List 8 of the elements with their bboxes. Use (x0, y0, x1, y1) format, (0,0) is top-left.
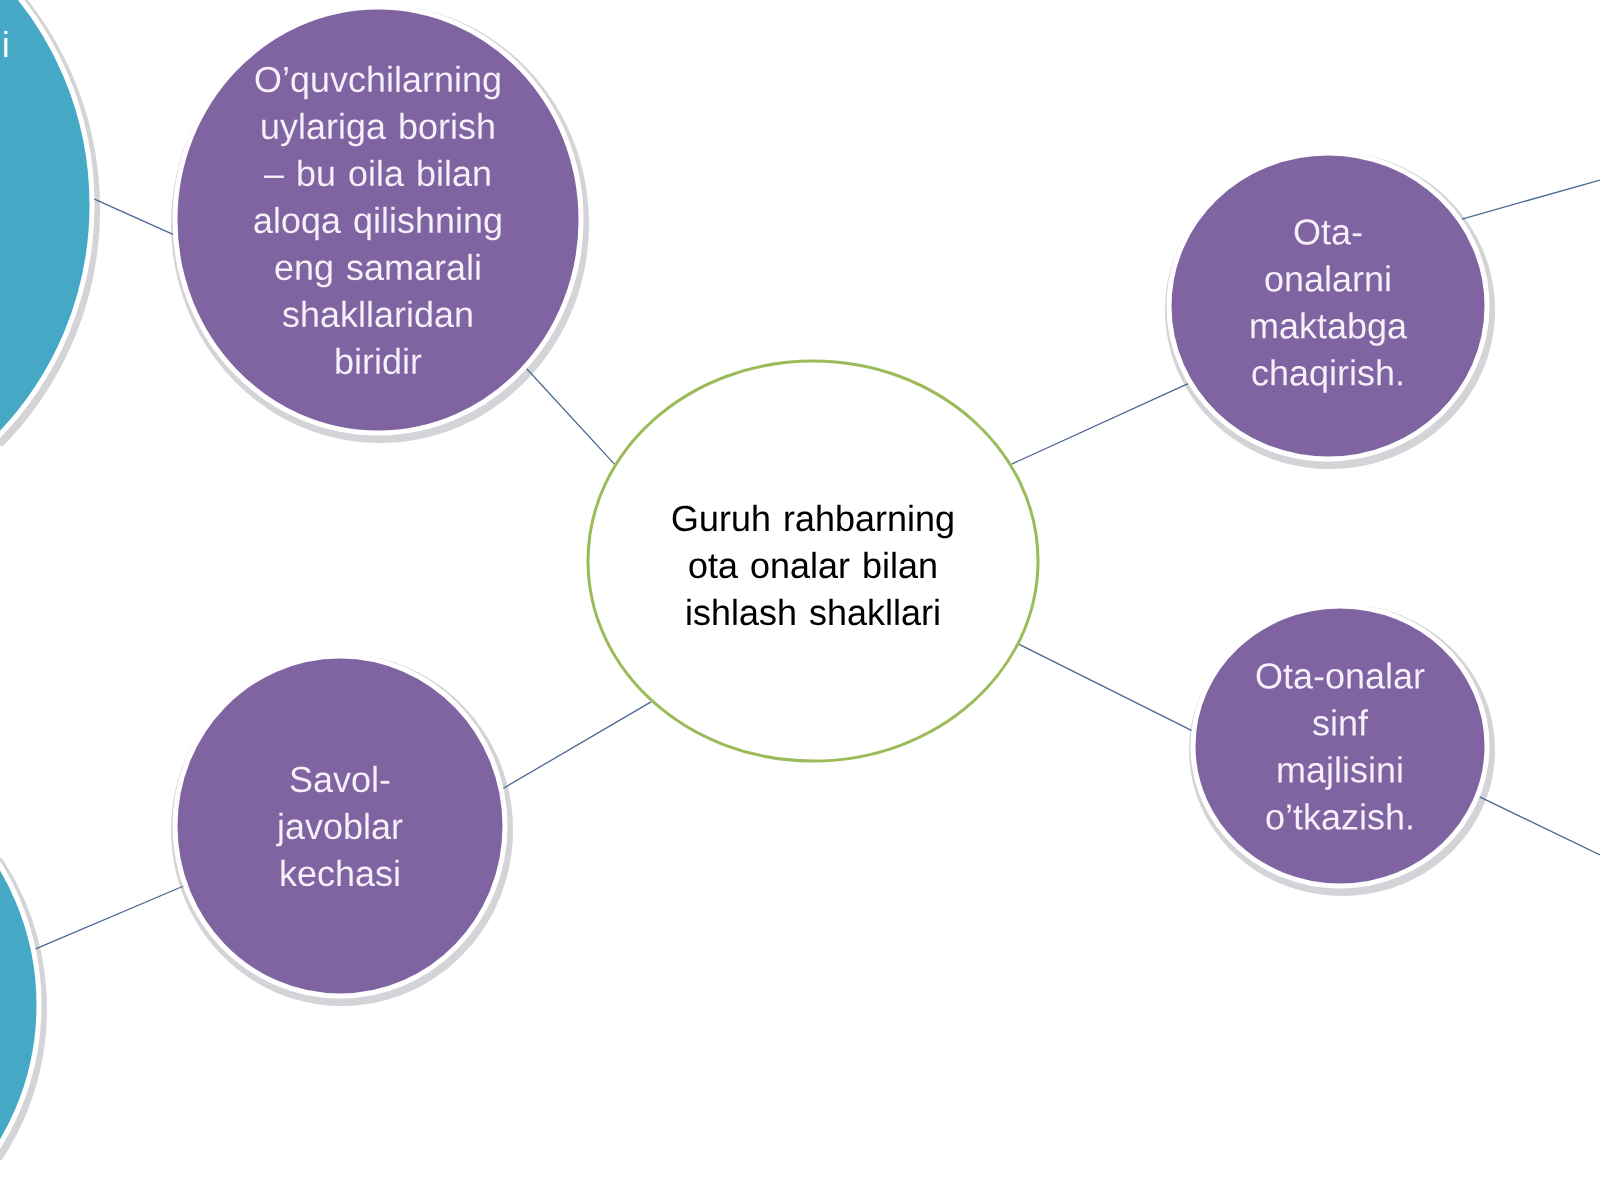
connector-line (34, 885, 184, 950)
connector-line (1461, 179, 1600, 220)
connector-line (93, 198, 174, 235)
connector-line (1018, 643, 1193, 732)
connector-line (502, 701, 652, 789)
connector-line (1010, 382, 1189, 465)
connector-line (526, 368, 616, 465)
connector-line (1479, 796, 1600, 856)
